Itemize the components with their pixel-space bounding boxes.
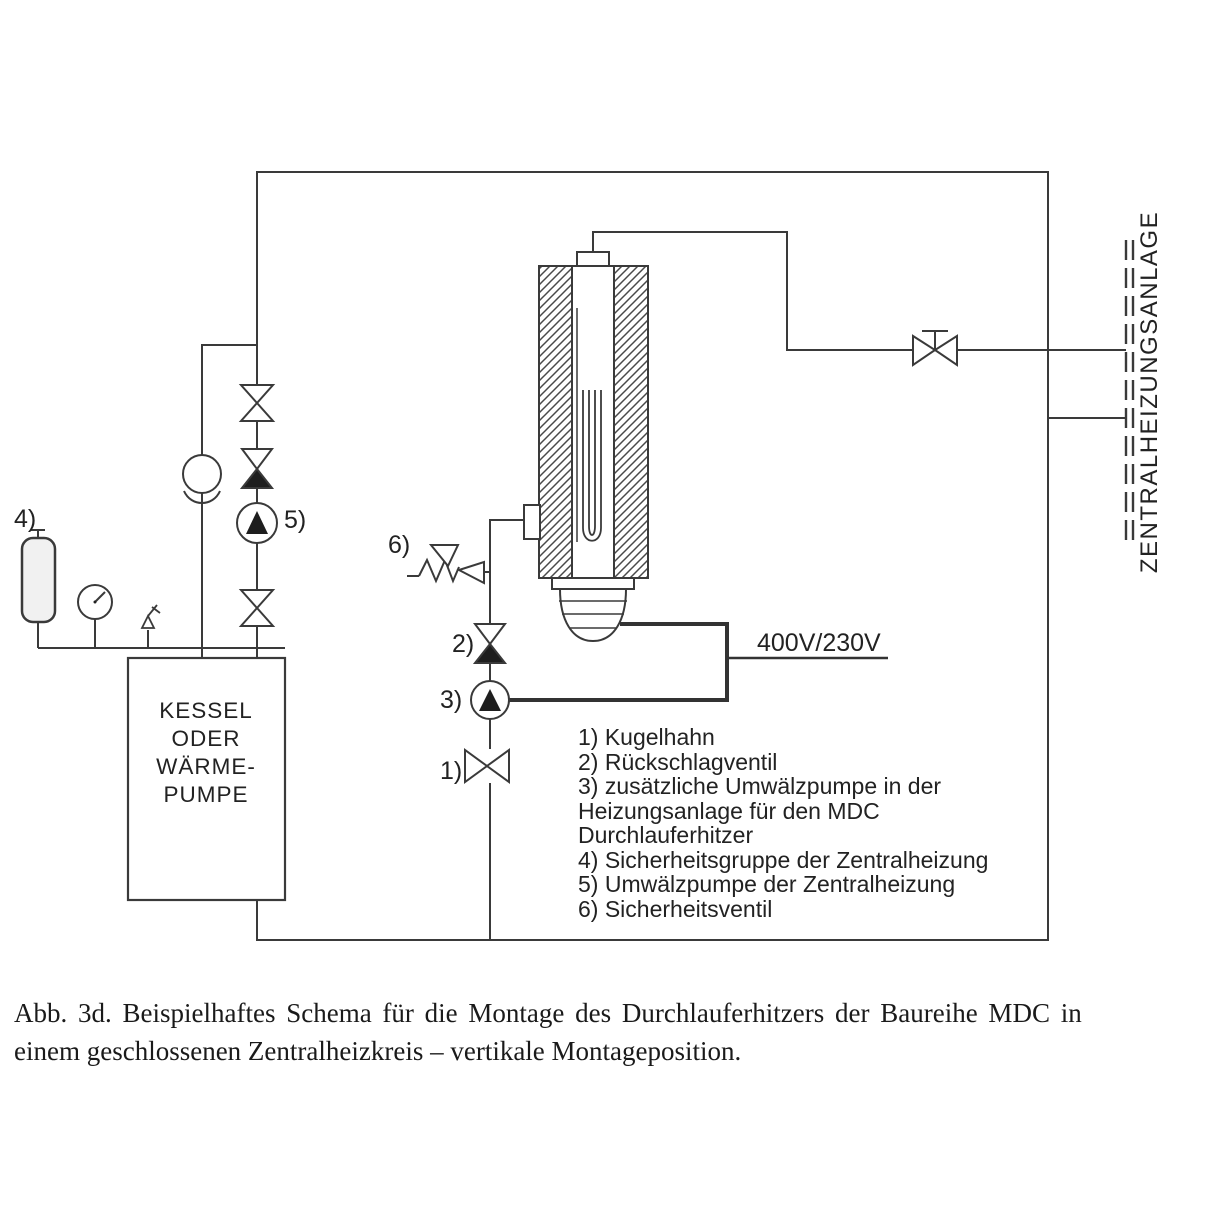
shutoff-valve-heating-flow [912,330,958,367]
ref-label-2: 2) [452,630,474,658]
power-supply-lines [509,622,888,702]
air-vent [182,454,222,504]
safety-valve-6 [407,544,485,585]
ball-valve-1 [464,748,510,784]
pipe-safety-group-header [31,529,285,649]
circulation-pump-5 [236,502,278,544]
power-supply-label: 400V/230V [757,629,881,657]
pipe-heater-inlet [489,519,524,940]
boiler-box: KESSEL ODER WÄRME- PUMPE [126,656,287,902]
boiler-label-line2: ODER [171,726,240,751]
heater-inlet-fitting [523,504,541,540]
power-line-heater-pump [509,622,729,702]
central-heating-dashed-line [1124,240,1135,545]
check-valve-left [239,448,275,489]
caption-line-1: Abb. 3d. Beispielhaftes Schema für die M… [14,998,1082,1028]
ref-label-1: 1) [440,757,462,785]
legend-item-3b: Heizungsanlage für den MDC [578,798,880,824]
caption-line-2: einem geschlossenen Zentralheizkreis – v… [14,1036,742,1066]
legend-item-5: 5) Umwälzpumpe der Zentralheizung [578,871,955,897]
heater-insulation-left [538,265,573,579]
ref-label-5: 5) [284,506,306,534]
ref-label-6: 6) [388,531,410,559]
safety-group-vent-valve [140,604,161,629]
piping [31,171,1126,941]
heating-element-inner [588,390,596,536]
check-valve-2 [472,623,508,664]
expansion-vessel [20,536,57,624]
boiler-label-line4: PUMPE [163,782,248,807]
legend-item-3c: Durchlauferhitzer [578,822,753,848]
legend-item-3: 3) zusätzliche Umwälzpumpe in der [578,773,941,799]
heater-flange [551,577,635,590]
boiler-outline [126,656,287,902]
legend: 1) Kugelhahn 2) Rückschlagventil 3) zusä… [578,724,988,922]
legend-item-6: 6) Sicherheitsventil [578,896,772,922]
figure-caption: Abb. 3d. Beispielhaftes Schema für die M… [14,994,1200,1070]
heater-top-cap [576,251,610,267]
heater-dome-lines [559,600,627,629]
pipe-aux-left [201,344,257,658]
pipe-heater-outlet [592,231,1126,351]
ref-label-3: 3) [440,686,462,714]
legend-item-2: 2) Rückschlagventil [578,749,777,775]
pressure-gauge [77,584,113,620]
heating-element-outer [582,390,602,542]
pipe-main-loop [256,171,1049,941]
heater-electric-dome [558,588,628,643]
water-heater [523,251,649,643]
legend-item-4: 4) Sicherheitsgruppe der Zentralheizung [578,847,988,873]
heater-inner-tube [571,265,615,579]
legend-item-1: 1) Kugelhahn [578,724,715,750]
central-heating-label: ZENTRALHEIZUNGSANLAGE [1136,211,1163,573]
boiler-label-line1: KESSEL [159,698,253,723]
shutoff-valve-lower-left [238,589,276,627]
boiler-label-line3: WÄRME- [156,754,256,779]
heater-insulation-right [613,265,649,579]
circulation-pump-3 [470,680,510,720]
safety-group [20,536,161,629]
shutoff-valve-upper-left [238,384,276,422]
ref-label-4: 4) [14,505,36,533]
